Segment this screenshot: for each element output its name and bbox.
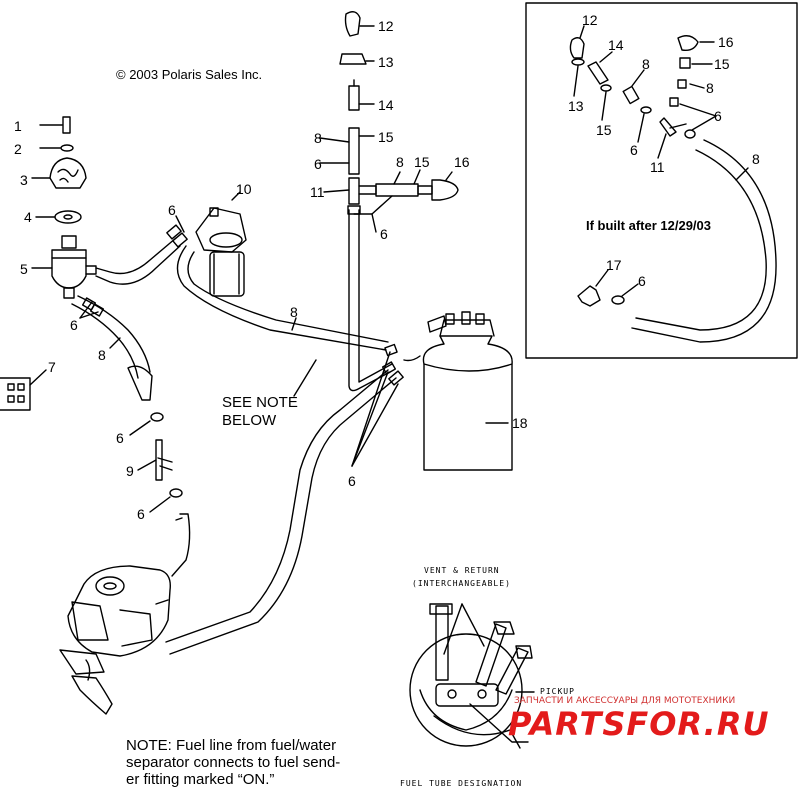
label-pickup: PICKUP — [540, 687, 575, 696]
callout-1: 1 — [14, 118, 22, 134]
inset-callout-17: 17 — [606, 257, 622, 273]
inset-callout-14: 14 — [608, 37, 624, 53]
callout-6-left: 6 — [70, 317, 78, 333]
inset-clamp-6c — [611, 283, 639, 305]
note-line3: er fitting marked “ON.” — [126, 771, 275, 788]
inset-tee-11 — [657, 117, 687, 159]
callout-7: 7 — [48, 359, 56, 375]
clamp-part-13 — [339, 53, 375, 65]
inset-clamp-15 — [600, 84, 612, 121]
callout-6-tee: 6 — [380, 226, 388, 242]
label-interchangeable: (INTERCHANGEABLE) — [412, 579, 511, 588]
callout-5: 5 — [20, 261, 28, 277]
tank-fitting-clamps-6 — [351, 343, 421, 467]
separator-part-10 — [195, 191, 247, 297]
valve-assembly-15-16 — [375, 169, 459, 201]
tee-part-11 — [323, 177, 377, 205]
inset-clamp-13 — [571, 58, 585, 97]
callout-15-valve: 15 — [414, 154, 430, 170]
fuel-sender-part-18 — [422, 311, 513, 471]
filter-part-5 — [31, 235, 97, 299]
washer-part-2 — [39, 144, 74, 152]
see-note-leader — [293, 359, 317, 397]
cap-part-12 — [344, 11, 375, 37]
callout-6-vertical: 6 — [314, 156, 322, 172]
callout-6-clamp: 6 — [116, 430, 124, 446]
callout-8-main: 8 — [290, 304, 298, 320]
inset-callout-15: 15 — [714, 56, 730, 72]
clamp-part-6b — [149, 488, 183, 513]
callout-11: 11 — [310, 184, 325, 200]
inset-callout-8b: 8 — [706, 80, 714, 96]
inset-callout-13: 13 — [568, 98, 584, 114]
copyright-notice: © 2003 Polaris Sales Inc. — [116, 67, 263, 82]
callout-6-tank: 6 — [348, 473, 356, 489]
cover-part-3 — [31, 157, 87, 189]
callout-8-vertical: 8 — [314, 130, 322, 146]
callout-8-left: 8 — [98, 347, 106, 363]
label-tube-designation: FUEL TUBE DESIGNATION — [400, 779, 523, 788]
inset-frame — [525, 2, 798, 359]
callout-6-separator: 6 — [168, 202, 176, 218]
see-note-line2: BELOW — [222, 412, 277, 429]
inset-hose-8b — [677, 79, 705, 89]
callout-16: 16 — [454, 154, 470, 170]
callout-15: 15 — [378, 129, 394, 145]
clamp-pair-6 — [175, 215, 185, 233]
watermark-brand: PARTSFOR.RU — [508, 705, 770, 743]
inset-callout-6b: 6 — [630, 142, 638, 158]
hose-5-downward — [71, 295, 153, 401]
inset-caption: If built after 12/29/03 — [586, 218, 711, 233]
inset-part-17 — [577, 269, 609, 307]
hose-5-to-separator — [95, 224, 188, 285]
sender-top-detail — [409, 603, 535, 749]
callout-18: 18 — [512, 415, 528, 431]
callout-leaders-left — [79, 301, 121, 349]
inset-callout-8a: 8 — [642, 56, 650, 72]
inset-callout-11: 11 — [650, 159, 665, 175]
inset-cap-12 — [569, 25, 585, 59]
inset-valve-16 — [677, 35, 715, 52]
clamp-part-6a — [129, 412, 164, 436]
callout-9: 9 — [126, 463, 134, 479]
inset-callout-16: 16 — [718, 34, 734, 50]
inset-filter-14 — [587, 51, 613, 85]
watermark-tagline: ЗАПЧАСТИ И АКСЕССУАРЫ ДЛЯ МОТОТЕХНИКИ — [514, 696, 736, 706]
clamp-part-7 — [0, 369, 47, 411]
callout-6-lower: 6 — [137, 506, 145, 522]
inset-callout-6c: 6 — [638, 273, 646, 289]
inset-hose-8 — [622, 69, 645, 105]
note-line2: separator connects to fuel send- — [126, 754, 341, 771]
see-note-line1: SEE NOTE — [222, 394, 298, 411]
inset-callout-12: 12 — [582, 12, 598, 28]
inset-clamp-15b — [679, 57, 713, 69]
tee-part-9 — [137, 439, 173, 481]
inset-callout-6a: 6 — [714, 108, 722, 124]
gasket-part-4 — [35, 210, 82, 224]
note-line1: NOTE: Fuel line from fuel/water — [126, 737, 337, 754]
hose-vertical-to-tank — [347, 195, 393, 392]
inset-callout-8c: 8 — [752, 151, 760, 167]
hose-tank-to-carb — [165, 369, 404, 655]
inset-long-hose-8 — [631, 139, 777, 343]
inset-clamps-6b — [669, 97, 717, 139]
callout-8-valve: 8 — [396, 154, 404, 170]
screw-part-1 — [39, 116, 71, 134]
inset-callout-15b: 15 — [596, 122, 612, 138]
filter-part-14 — [348, 79, 375, 111]
carburetor — [59, 513, 191, 715]
callout-12: 12 — [378, 18, 394, 34]
inset-clamp-6a — [637, 106, 652, 143]
callout-10: 10 — [236, 181, 252, 197]
callout-4: 4 — [24, 209, 32, 225]
callout-14: 14 — [378, 97, 394, 113]
label-vent-return: VENT & RETURN — [424, 566, 500, 575]
hose-part-8-vertical — [319, 127, 375, 175]
callout-3: 3 — [20, 172, 28, 188]
hose-separator-to-tank — [176, 245, 389, 351]
callout-2: 2 — [14, 141, 22, 157]
callout-13: 13 — [378, 54, 394, 70]
